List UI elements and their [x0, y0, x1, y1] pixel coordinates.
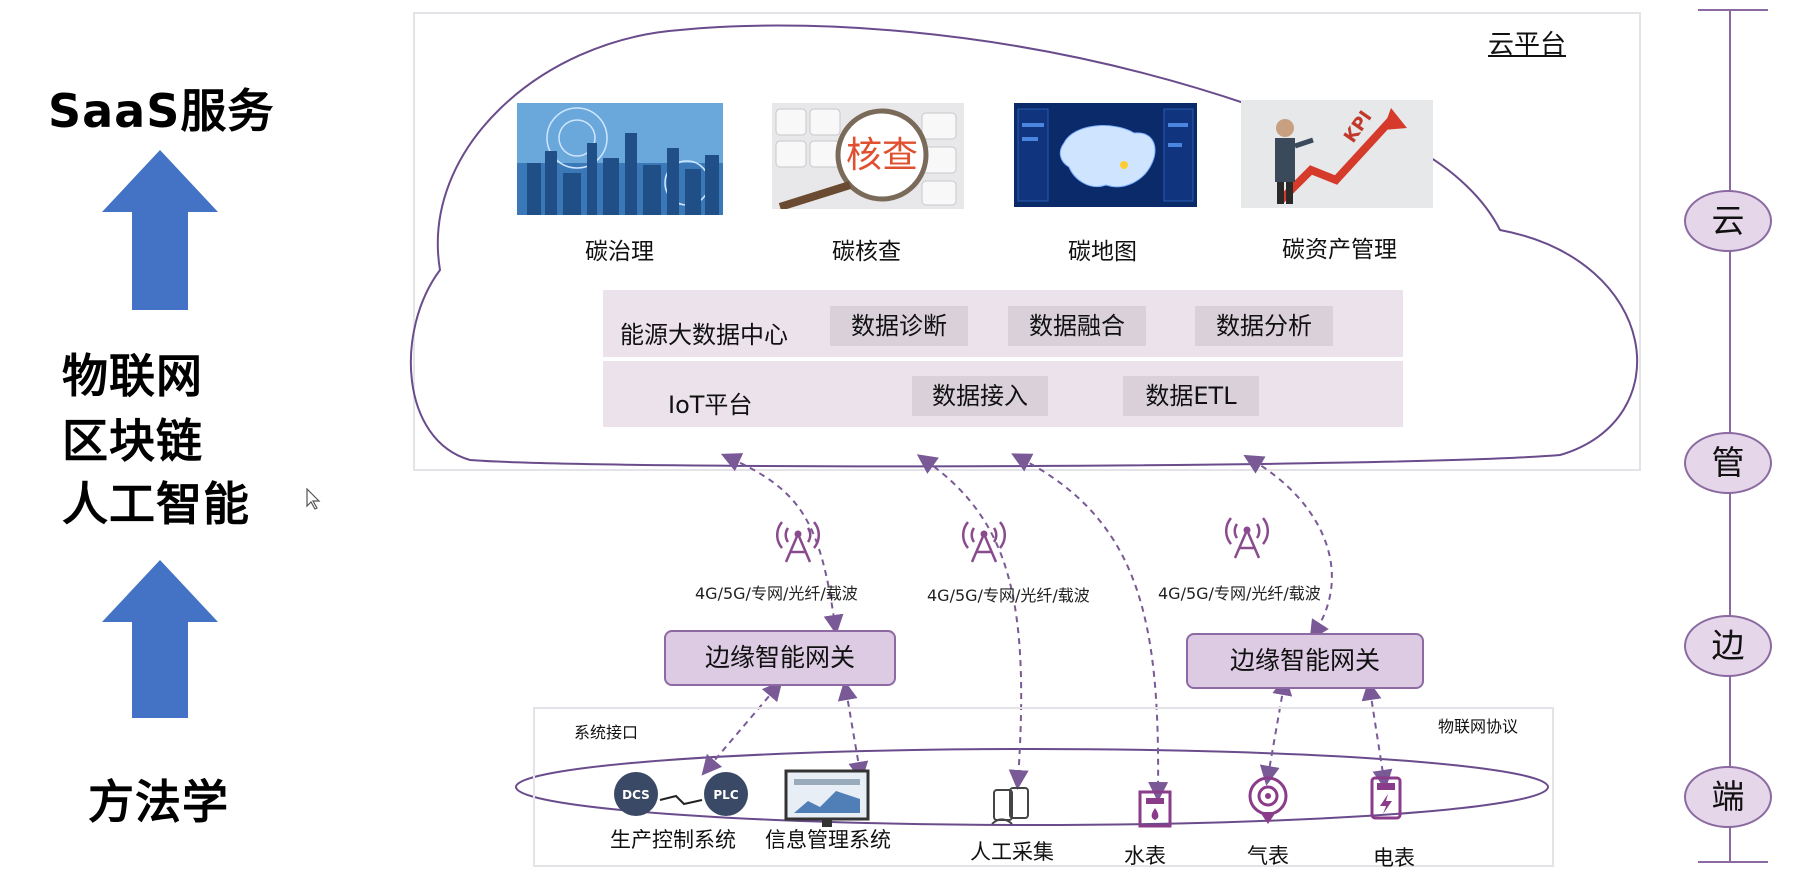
device-label-production-control: 生产控制系统 [610, 828, 736, 852]
cloud-platform-label: 云平台 [1488, 30, 1567, 60]
network-label-3: 4G/5G/专网/光纤/载波 [1158, 584, 1321, 603]
layer-terminal: 端 [1684, 766, 1772, 828]
data-etl-chip: 数据ETL [1123, 376, 1259, 416]
network-label-1: 4G/5G/专网/光纤/载波 [695, 584, 858, 603]
tech-line-2: 区块链 [62, 414, 203, 468]
up-arrow-bottom [102, 560, 218, 718]
manual-collection-icon [991, 787, 1029, 825]
carbon-asset-label: 碳资产管理 [1282, 237, 1397, 263]
dcs-text: DCS [622, 788, 650, 802]
dcs-plc-icon: DCS PLC [614, 772, 748, 816]
layer-pipe: 管 [1684, 432, 1772, 494]
water-meter-icon [1138, 790, 1172, 828]
data-analysis-chip: 数据分析 [1195, 306, 1333, 346]
device-label-electric-meter: 电表 [1373, 846, 1415, 870]
monitor-icon [784, 769, 870, 827]
tech-line-3: 人工智能 [62, 477, 250, 531]
saas-title: SaaS服务 [48, 84, 275, 138]
iot-platform-label: IoT平台 [668, 391, 753, 419]
network-label-2: 4G/5G/专网/光纤/载波 [927, 586, 1090, 605]
carbon-verification-image: 核查 [772, 103, 964, 209]
up-arrow-top [102, 150, 218, 310]
system-interface-label: 系统接口 [574, 723, 639, 742]
data-access-chip: 数据接入 [912, 376, 1048, 416]
energy-data-center-label: 能源大数据中心 [620, 321, 788, 349]
verification-image-text: 核查 [846, 135, 918, 176]
tech-line-1: 物联网 [62, 349, 203, 403]
mouse-cursor-icon [306, 488, 321, 510]
electric-meter-icon [1370, 776, 1402, 820]
carbon-asset-image: KPI [1241, 100, 1433, 208]
layer-cloud: 云 [1684, 190, 1772, 252]
plc-text: PLC [713, 788, 738, 802]
carbon-verification-label: 碳核查 [832, 239, 901, 265]
carbon-governance-label: 碳治理 [585, 239, 654, 265]
gas-meter-icon [1248, 776, 1288, 824]
device-label-info-management: 信息管理系统 [765, 828, 891, 852]
antenna-tower-icon [1225, 517, 1269, 559]
carbon-governance-image [517, 103, 723, 215]
device-label-water-meter: 水表 [1124, 844, 1166, 868]
data-diagnosis-chip: 数据诊断 [830, 306, 968, 346]
antenna-tower-icon [776, 521, 820, 563]
methodology-title: 方法学 [88, 775, 229, 829]
device-label-gas-meter: 气表 [1247, 844, 1289, 868]
edge-gateway-right: 边缘智能网关 [1186, 633, 1424, 689]
carbon-map-image [1014, 103, 1197, 207]
edge-gateway-left: 边缘智能网关 [664, 630, 896, 686]
device-label-manual-collection: 人工采集 [970, 840, 1054, 864]
data-fusion-chip: 数据融合 [1008, 306, 1146, 346]
layer-edge: 边 [1684, 615, 1772, 677]
antenna-tower-icon [962, 521, 1006, 563]
iot-protocol-label: 物联网协议 [1438, 717, 1519, 736]
carbon-map-label: 碳地图 [1068, 239, 1137, 265]
edge-frame [533, 707, 1554, 867]
